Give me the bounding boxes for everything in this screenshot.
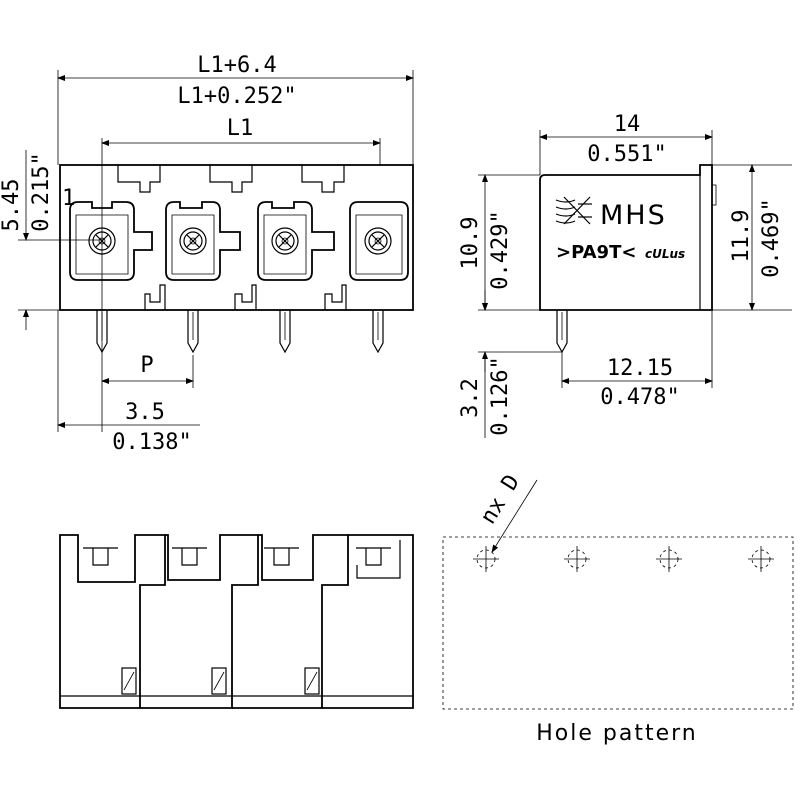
- terminal-2: [165, 201, 241, 281]
- pin-height-mm: 10.9: [458, 217, 483, 270]
- height-in: 0.215": [29, 152, 54, 231]
- terminal-4: [349, 201, 409, 281]
- front-pins: [96, 310, 384, 354]
- terminal-1: [69, 201, 153, 281]
- holes: [473, 546, 774, 572]
- edge-offset-in: 0.138": [112, 430, 191, 455]
- brand-text: MHS: [600, 200, 667, 231]
- height-mm: 5.45: [0, 179, 24, 232]
- edge-offset-mm: 3.5: [125, 400, 165, 425]
- overall-length-mm: L1+6.4: [197, 53, 276, 78]
- bottom-slots: [121, 667, 320, 695]
- pitch-label: P: [140, 353, 153, 378]
- pin1-marker: 1: [62, 186, 75, 211]
- width-in: 0.551": [587, 142, 666, 167]
- pitch-span-label: L1: [227, 116, 254, 141]
- hole-pattern: nx D Hole pattern: [442, 470, 794, 746]
- mhs-logo: [555, 196, 592, 225]
- body-height-mm: 11.9: [729, 210, 754, 263]
- overall-length-in: L1+0.252": [177, 84, 296, 109]
- pin-offset-mm: 12.15: [607, 356, 673, 381]
- bottom-view: [59, 534, 414, 709]
- hole-callout: nx D: [476, 470, 525, 528]
- side-view: 14 0.551" MHS >PA9T< cULus 10.9 0.429" 1…: [458, 112, 792, 438]
- hole-pattern-title: Hole pattern: [536, 721, 697, 746]
- terminal-3: [257, 201, 335, 281]
- front-view: L1+6.4 L1+0.252" L1 5.45 0.215" 1: [0, 53, 414, 455]
- cert-mark: cULus: [645, 247, 685, 261]
- body-height-in: 0.469": [759, 198, 784, 277]
- pin-length-mm: 3.2: [458, 378, 483, 418]
- pin-height-in: 0.429": [488, 210, 513, 289]
- material-text: >PA9T<: [556, 242, 636, 263]
- pin-length-in: 0.126": [488, 356, 513, 435]
- pin-offset-in: 0.478": [600, 385, 679, 410]
- width-mm: 14: [614, 112, 641, 137]
